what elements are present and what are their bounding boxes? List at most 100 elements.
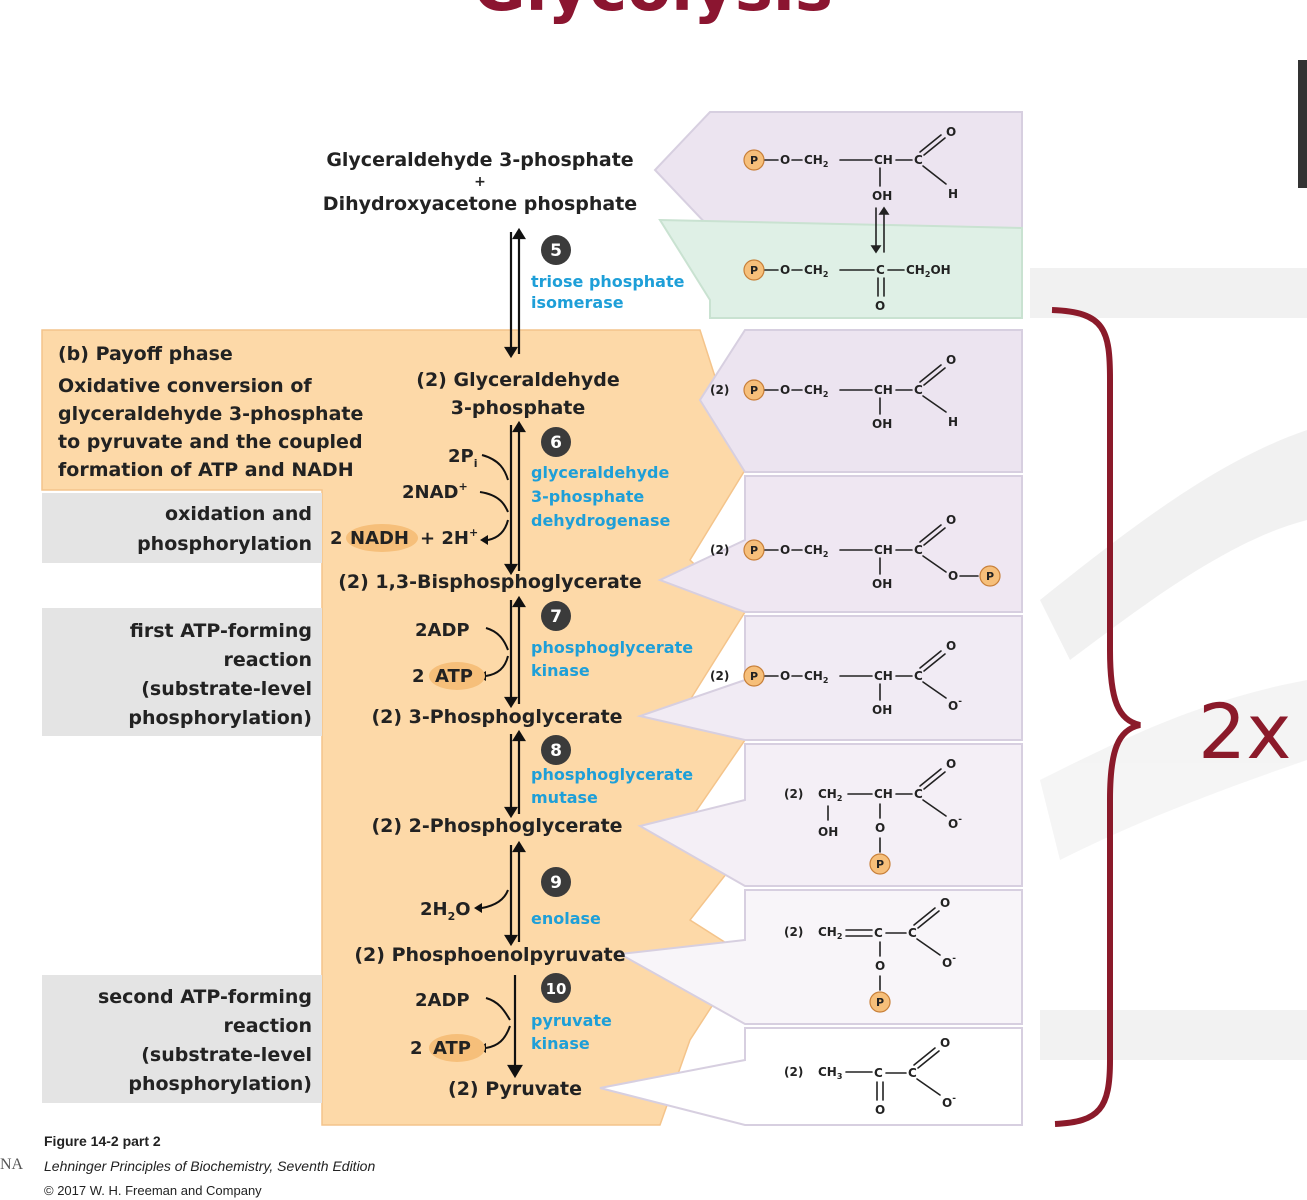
svg-text:P: P [750,384,758,397]
atp-highlight-1 [429,662,485,690]
slide-title: Glycolysis [473,0,833,26]
enzyme-label: dehydrogenase [531,511,670,530]
cofactor-pi: 2Pi [448,446,478,470]
svg-text:O: O [875,959,885,973]
svg-text:O: O [946,513,956,527]
second-atp-label-box [42,975,322,1103]
svg-text:6: 6 [550,433,562,453]
cofactor-h2o: 2H2O [420,899,471,923]
section-desc-line: glyceraldehyde 3-phosphate [58,403,363,425]
pyruvate-structure: (2) CH3 C O C O O- [784,1036,956,1117]
svg-text:O: O [875,1103,885,1117]
svg-text:O: O [946,757,956,771]
g3p-label-line2: 3-phosphate [451,397,586,419]
margin-text: NA [0,1156,24,1173]
enzyme-label: phosphoglycerate [531,765,693,784]
svg-text:(2): (2) [784,925,803,939]
pg3-structure: (2) P O CH2 CH OH C O O- [710,639,962,717]
copyright-caption: © 2017 W. H. Freeman and Company [44,1183,262,1198]
svg-text:CH2: CH2 [818,787,842,803]
pg3-label: (2) 3-Phosphoglycerate [371,706,622,728]
bpg-structure: (2) P O CH2 CH OH C O O P [710,513,1001,591]
cofactor-atp-1-prefix: 2 [412,666,425,687]
svg-text:7: 7 [550,607,562,627]
svg-text:P: P [750,264,758,277]
side-label-line: phosphorylation) [128,707,312,729]
svg-text:9: 9 [550,873,562,893]
svg-text:C: C [874,1066,883,1080]
section-desc-line: formation of ATP and NADH [58,459,354,481]
enzyme-label: isomerase [531,293,624,312]
section-desc-line: Oxidative conversion of [58,375,312,397]
cofactor-arrows [479,454,511,1049]
svg-text:C: C [914,153,923,167]
g3p-structure: (2) P O CH2 CH OH C O H [710,353,958,431]
pep-structure: (2) CH2 C O P C O O- [784,896,956,1013]
svg-text:CH2: CH2 [804,153,828,169]
svg-text:CH: CH [874,383,893,397]
background-watermark [1030,268,1307,1060]
edge-bar [1298,60,1307,188]
svg-text:OH: OH [872,417,892,431]
svg-text:P: P [876,858,884,871]
svg-text:OH: OH [818,825,838,839]
svg-text:CH2: CH2 [804,669,828,685]
svg-text:C: C [914,383,923,397]
g3p-top-label: Glyceraldehyde 3-phosphate [326,149,633,171]
svg-text:P: P [750,154,758,167]
cofactor-atp-2-prefix: 2 [410,1038,423,1059]
svg-text:O: O [946,125,956,139]
side-label-line: second ATP-forming [98,986,312,1008]
enzyme-label: glyceraldehyde [531,463,669,482]
side-label-line: reaction [223,1015,312,1037]
svg-text:CH3: CH3 [818,1065,842,1081]
svg-text:CH: CH [874,153,893,167]
svg-text:(2): (2) [710,669,729,683]
svg-text:CH2: CH2 [804,383,828,399]
svg-text:O-: O- [948,815,962,831]
svg-text:CH2: CH2 [804,263,828,279]
pg2-label: (2) 2-Phosphoglycerate [371,815,622,837]
atp-highlight-2 [429,1034,485,1062]
svg-text:8: 8 [550,741,562,761]
side-label-line: (substrate-level [141,1044,312,1066]
cofactor-nad: 2NAD+ [402,480,468,503]
svg-text:C: C [914,543,923,557]
svg-text:O: O [946,353,956,367]
multiplier-label: 2x [1198,687,1291,776]
cofactor-adp-2: 2ADP [415,990,470,1011]
side-label-line: reaction [223,649,312,671]
pg2-structure: (2) CH2 OH CH O P C O O- [784,757,962,875]
enzyme-label: phosphoglycerate [531,638,693,657]
structure-column [599,329,1023,1126]
pg2-structure-box [637,743,1023,887]
bpg-structure-box [657,475,1023,613]
side-label-line: first ATP-forming [130,620,312,642]
svg-text:C: C [908,926,917,940]
pyruvate-structure-box [599,1027,1023,1126]
side-label-line: phosphorylation) [128,1073,312,1095]
svg-text:OH: OH [872,189,892,203]
pyruvate-label: (2) Pyruvate [448,1078,582,1100]
step-9: 9 enolase [531,867,601,928]
section-title: (b) Payoff phase [58,343,233,365]
svg-text:CH: CH [874,543,893,557]
enzyme-label: enolase [531,909,601,928]
enzyme-label: pyruvate [531,1011,612,1030]
cofactor-atp-2: ATP [433,1038,471,1059]
svg-text:CH2OH: CH2OH [906,263,951,279]
step-5: 5 triose phosphate isomerase [531,235,685,312]
structure-equilibrium-arrows [870,206,890,254]
enzyme-label: 3-phosphate [531,487,644,506]
svg-text:H: H [948,187,958,201]
svg-text:P: P [876,996,884,1009]
g3p-top-structure: P O CH2 CH OH C O H [743,125,958,203]
dhap-structure-box [658,218,1023,319]
book-caption: Lehninger Principles of Biochemistry, Se… [44,1158,376,1174]
plus-sign: + [474,174,486,190]
svg-text:CH2: CH2 [818,925,842,941]
cofactor-nadh-prefix: 2 [330,528,343,549]
cofactor-atp-1: ATP [435,666,473,687]
brace [1051,307,1141,1127]
